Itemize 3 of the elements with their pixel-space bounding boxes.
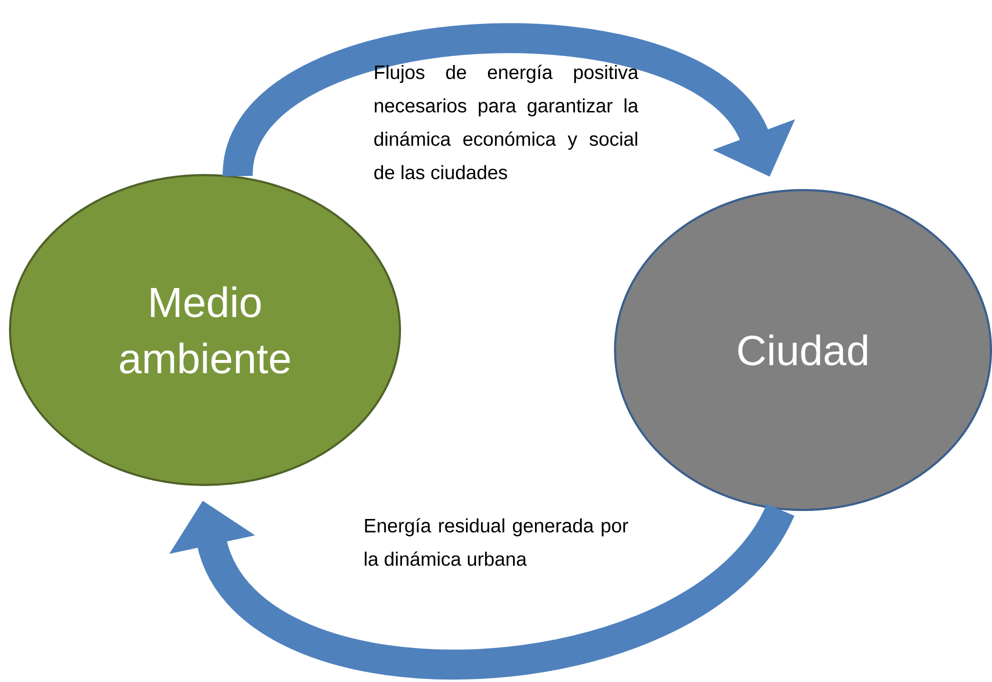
- ellipse-node: Ciudad: [614, 188, 992, 512]
- curved-arrow: [223, 24, 796, 180]
- edge-label: Energía residual generada por la dinámica urbana: [364, 518, 628, 566]
